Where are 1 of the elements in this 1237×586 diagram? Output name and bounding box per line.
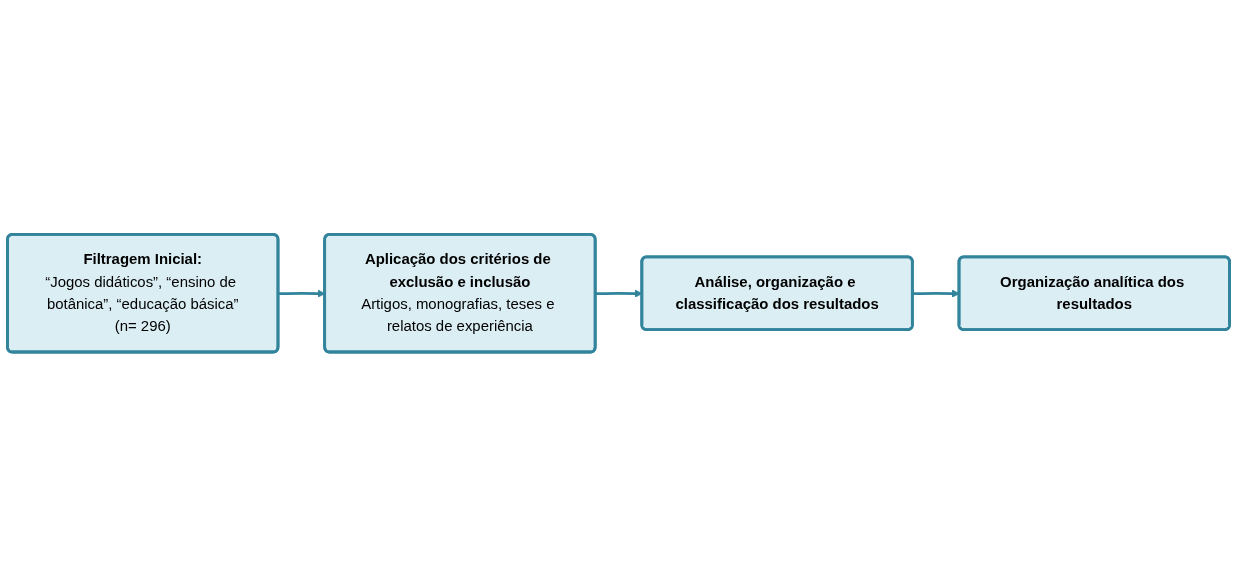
arrow: [912, 289, 960, 298]
